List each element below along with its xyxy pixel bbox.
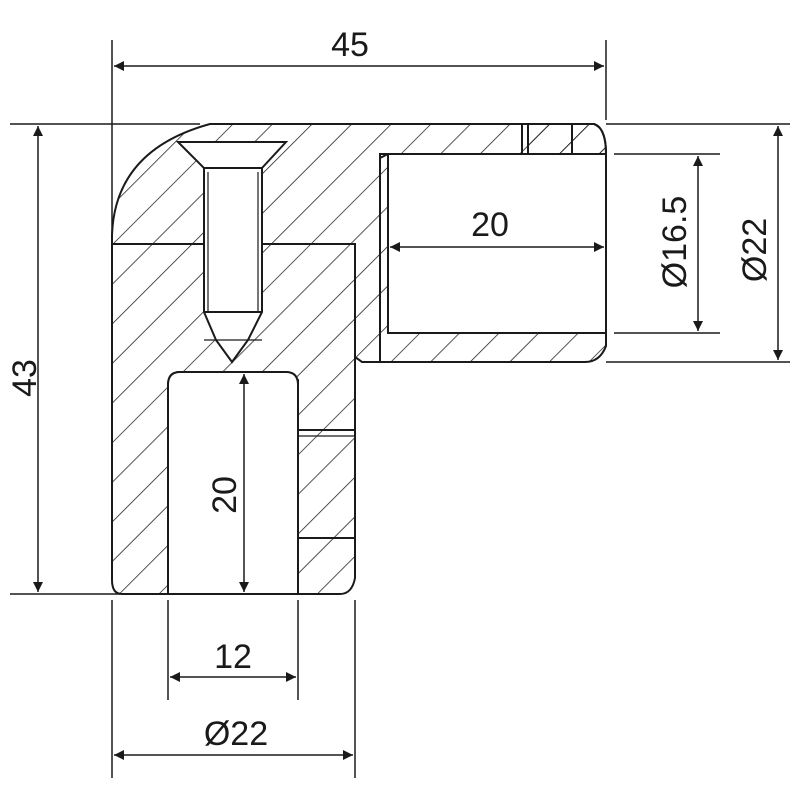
- top-right-lip: [527, 123, 608, 155]
- label-overall-height: 43: [6, 359, 44, 397]
- label-outer-diameter-h: Ø22: [736, 218, 774, 282]
- corner-connector-section: [111, 123, 608, 595]
- extension-lines: [10, 40, 790, 778]
- vertical-socket-cavity: [167, 371, 299, 595]
- label-overall-width: 45: [331, 26, 369, 64]
- vertical-socket-steps: [298, 429, 355, 539]
- label-socket-depth-v: 20: [206, 476, 244, 514]
- label-socket-depth-h: 20: [471, 206, 509, 244]
- label-slot-width: 12: [214, 638, 252, 676]
- label-outer-diameter-v: Ø22: [204, 715, 268, 753]
- horizontal-socket-wall: [379, 153, 607, 363]
- dimension-lines: [33, 61, 783, 760]
- countersunk-screw: [175, 141, 289, 364]
- dimension-labels: 45 43 20 Ø16.5 Ø22 20 12 Ø22: [6, 26, 774, 753]
- label-inner-diameter-h: Ø16.5: [656, 196, 694, 289]
